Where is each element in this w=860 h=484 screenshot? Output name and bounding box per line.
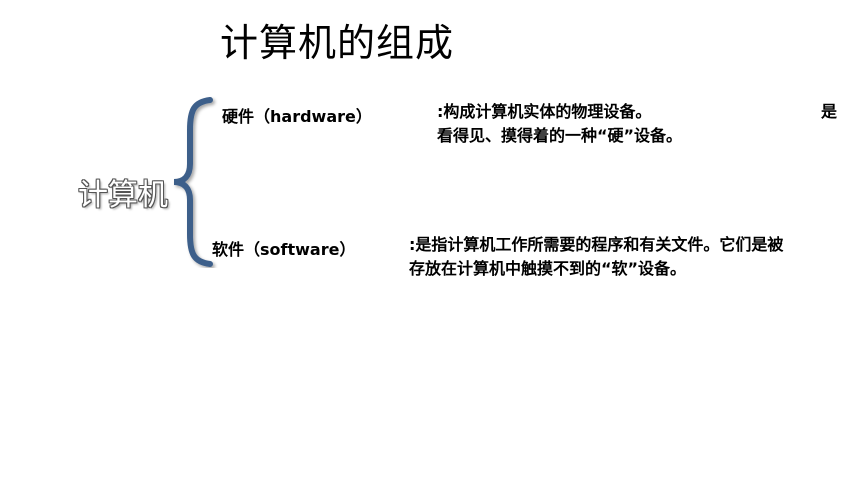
software-desc-line1: :是指计算机工作所需要的程序和有关文件。它们是被	[409, 235, 784, 254]
software-label: 软件（software）	[212, 240, 356, 259]
hardware-desc-line2: 看得见、摸得着的一种“硬”设备。	[437, 126, 683, 145]
hardware-description: :构成计算机实体的物理设备。 是 看得见、摸得着的一种“硬”设备。	[437, 100, 837, 148]
curly-brace-icon	[173, 97, 213, 267]
computer-label: 计算机	[78, 178, 168, 213]
hardware-desc-line1-end: 是	[820, 102, 837, 121]
slide-title: 计算机的组成	[220, 21, 455, 65]
hardware-label: 硬件（hardware）	[222, 107, 372, 126]
software-desc-line2: 存放在计算机中触摸不到的“软”设备。	[409, 259, 687, 278]
software-description: :是指计算机工作所需要的程序和有关文件。它们是被 存放在计算机中触摸不到的“软”…	[409, 233, 844, 281]
hardware-desc-line1: :构成计算机实体的物理设备。	[437, 102, 652, 121]
